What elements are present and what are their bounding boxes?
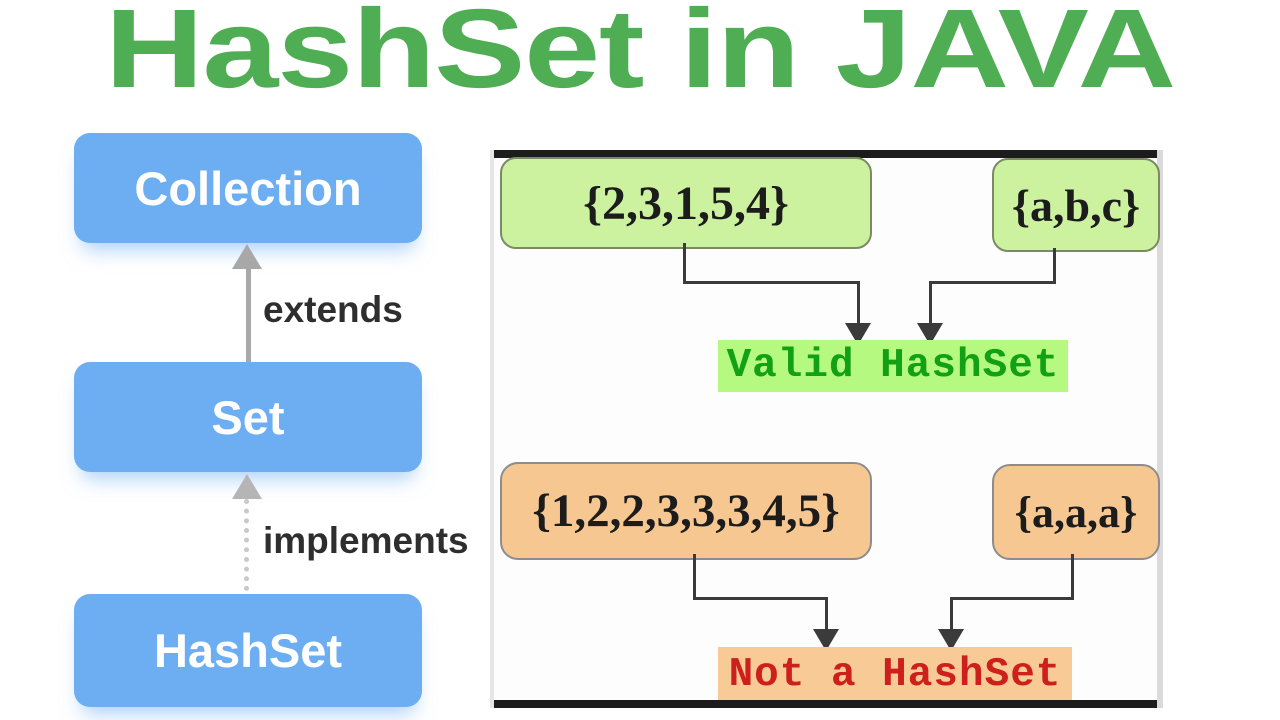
panel-top-border <box>494 150 1157 158</box>
invalid-set-1-label: {1,2,2,3,3,3,4,5} <box>532 485 840 537</box>
valid-connector-line <box>929 281 1056 284</box>
down-arrowhead-icon <box>813 629 839 651</box>
implements-label: implements <box>263 520 469 561</box>
valid-connector-line <box>683 281 860 284</box>
invalid-connector-line <box>1071 554 1074 600</box>
implements-arrowhead-icon <box>232 474 262 499</box>
set-label: Set <box>211 390 285 444</box>
page-title: HashSet in JAVA <box>104 0 1176 111</box>
hierarchy-node-collection: Collection <box>74 133 422 243</box>
invalid-connector-line <box>950 597 1074 600</box>
invalid-connector-line <box>825 597 828 632</box>
hierarchy-node-hashset: HashSet <box>74 594 422 707</box>
panel-bottom-border <box>494 700 1157 708</box>
valid-set-2-label: {a,b,c} <box>1011 179 1141 231</box>
invalid-result-label: Not a HashSet <box>728 652 1062 698</box>
implements-arrow-line <box>244 499 249 591</box>
invalid-result-badge: Not a HashSet <box>718 647 1072 703</box>
valid-set-box-1: {2,3,1,5,4} <box>500 157 872 249</box>
invalid-set-box-1: {1,2,2,3,3,3,4,5} <box>500 462 872 560</box>
down-arrowhead-icon <box>938 629 964 651</box>
valid-connector-line <box>929 281 932 325</box>
valid-set-box-2: {a,b,c} <box>992 158 1160 252</box>
extends-arrow-line <box>246 267 251 363</box>
extends-arrowhead-icon <box>232 244 262 269</box>
down-arrowhead-icon <box>917 323 943 345</box>
valid-connector-line <box>683 243 686 283</box>
hierarchy-node-set: Set <box>74 362 422 472</box>
hashset-label: HashSet <box>153 624 343 677</box>
valid-result-badge: Valid HashSet <box>718 340 1068 392</box>
collection-label: Collection <box>134 161 362 215</box>
down-arrowhead-icon <box>845 323 871 345</box>
invalid-connector-line <box>693 554 696 600</box>
valid-result-label: Valid HashSet <box>726 343 1060 389</box>
invalid-set-2-label: {a,a,a} <box>1014 487 1138 537</box>
invalid-connector-line <box>693 597 828 600</box>
invalid-set-box-2: {a,a,a} <box>992 464 1160 560</box>
valid-set-1-label: {2,3,1,5,4} <box>583 176 789 230</box>
invalid-connector-line <box>950 597 953 632</box>
valid-connector-line <box>857 281 860 325</box>
valid-connector-line <box>1053 248 1056 284</box>
hashset-examples-panel: {2,3,1,5,4} {a,b,c} Valid HashSet {1,2,2… <box>490 150 1163 708</box>
extends-label: extends <box>263 289 403 330</box>
